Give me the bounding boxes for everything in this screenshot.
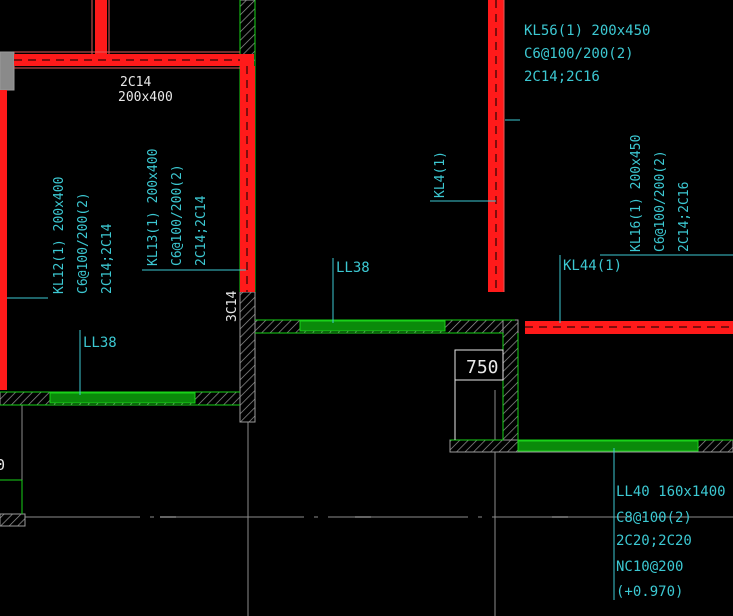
dimension-750-text[interactable]: 750: [466, 357, 499, 378]
label-wall-bar[interactable]: 3C14: [225, 291, 240, 322]
wall-stub-bottom-left: [0, 513, 26, 527]
wall-column-right: [502, 319, 519, 453]
label-kl13-stirrup[interactable]: C6@100/200(2): [170, 164, 185, 266]
label-ll40-bars[interactable]: 2C20;2C20: [616, 533, 692, 549]
beam-top-vertical-stub: [95, 0, 107, 54]
label-kl13[interactable]: KL13(1) 200x400: [146, 149, 161, 266]
label-kl16[interactable]: KL16(1) 200x450: [629, 135, 644, 252]
beam-ll40: [517, 440, 699, 452]
coupling-beams: [49, 320, 699, 452]
beam-ll38-center: [299, 320, 446, 332]
label-kl56[interactable]: KL56(1) 200x450: [524, 23, 650, 39]
label-left-edge-fragment: 0: [0, 456, 5, 474]
wall-column-center: [239, 291, 256, 423]
label-kl12[interactable]: KL12(1) 200x400: [52, 177, 67, 294]
vertical-labels: KL12(1) 200x400 C6@100/200(2) 2C14;2C14 …: [52, 135, 692, 294]
beam-kl12-vertical: [0, 90, 7, 390]
label-ll40-nc[interactable]: NC10@200: [616, 559, 683, 575]
label-ll38-center[interactable]: LL38: [336, 260, 370, 276]
label-kl4[interactable]: KL4(1): [433, 151, 448, 198]
label-ll40[interactable]: LL40 160x1400: [616, 484, 726, 500]
label-kl12-stirrup[interactable]: C6@100/200(2): [76, 192, 91, 294]
horizontal-labels: KL56(1) 200x450 C6@100/200(2) 2C14;2C16 …: [83, 23, 726, 600]
dimension-750: 750: [454, 349, 504, 440]
label-kl44[interactable]: KL44(1): [563, 258, 622, 274]
label-ll40-stirrup[interactable]: C8@100(2): [616, 510, 692, 526]
beam-ll38-left: [49, 392, 196, 404]
wall-column-top-left: [0, 51, 15, 91]
label-kl16-bars[interactable]: 2C14;2C16: [677, 182, 692, 252]
beam-edge-lines: [14, 0, 505, 292]
label-ll38-left[interactable]: LL38: [83, 335, 117, 351]
beam-dashes: [14, 0, 733, 328]
label-top-size[interactable]: 200x400: [118, 90, 173, 105]
label-top-bar[interactable]: 2C14: [120, 75, 151, 90]
label-kl13-bars[interactable]: 2C14;2C14: [194, 195, 209, 266]
label-kl56-stirrup[interactable]: C6@100/200(2): [524, 46, 634, 62]
label-kl56-bars[interactable]: 2C14;2C16: [524, 69, 600, 85]
leader-lines: [7, 119, 733, 600]
white-labels: 2C14 200x400 0: [0, 75, 173, 474]
label-ll40-level[interactable]: (+0.970): [616, 584, 683, 600]
label-kl12-bars[interactable]: 2C14;2C14: [100, 223, 115, 294]
label-kl16-stirrup[interactable]: C6@100/200(2): [653, 150, 668, 252]
axis-lines: [0, 390, 733, 616]
